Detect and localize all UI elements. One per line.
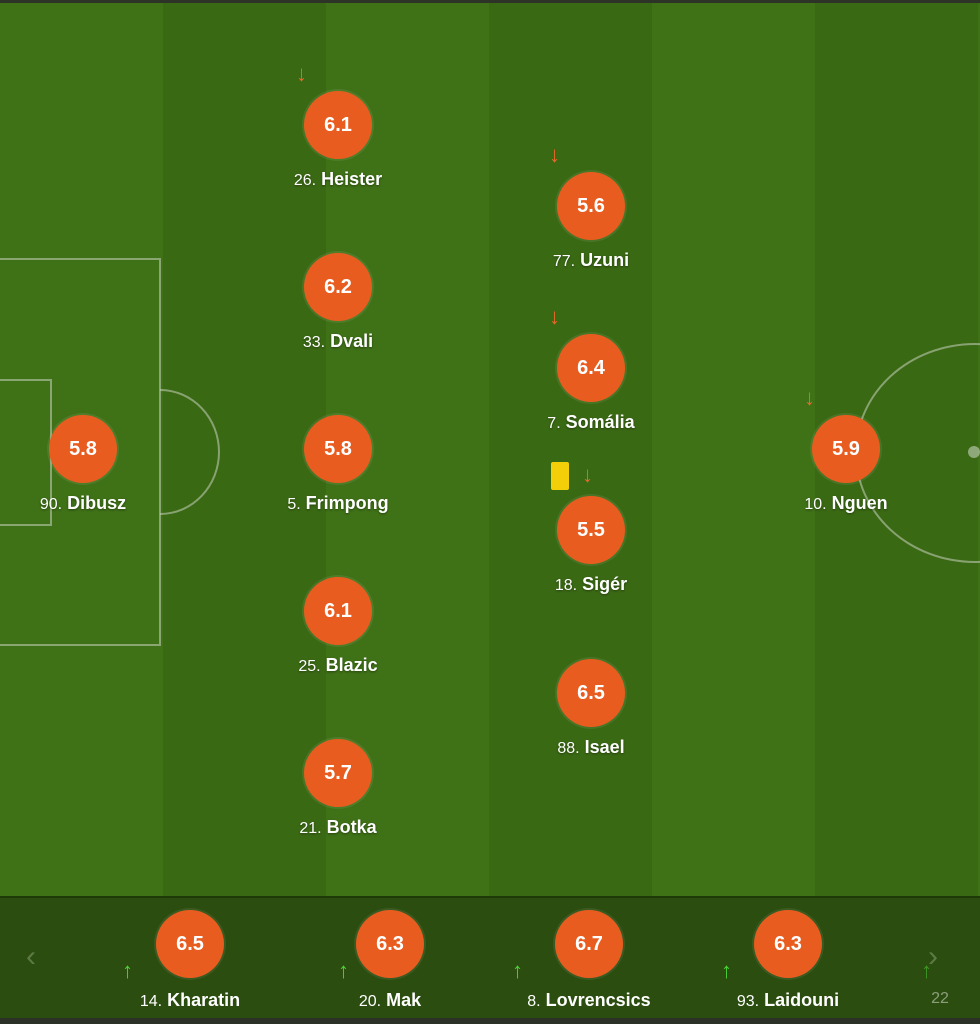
player-number: 10. xyxy=(804,496,827,513)
player-name: Frimpong xyxy=(305,493,389,513)
chevron-left-icon[interactable]: ‹ xyxy=(26,940,36,973)
player-number: 33. xyxy=(302,334,326,351)
rating-badge: 5.9 xyxy=(812,415,880,483)
rating-badge: 6.1 xyxy=(304,577,372,645)
player-number: 8. xyxy=(527,993,541,1010)
player-name: Somália xyxy=(565,412,635,432)
player-name: Dvali xyxy=(330,331,374,351)
chevron-right-icon[interactable]: › xyxy=(928,940,938,973)
player-name: Lovrencsics xyxy=(545,990,651,1010)
player-number: 77. xyxy=(552,253,576,270)
player-number: 90. xyxy=(39,496,63,513)
player-number: 26. xyxy=(293,172,317,189)
player-name: Heister xyxy=(321,169,383,189)
center-spot xyxy=(968,446,980,458)
player-number: 20. xyxy=(358,993,382,1010)
rating-badge: 5.8 xyxy=(49,415,117,483)
rating-badge: 6.1 xyxy=(304,91,372,159)
substitutes-bar: ‹ 6.5 ↑ 14. Kharatin 6.3 ↑ 20. Mak 6.7 ↑… xyxy=(0,896,980,1024)
player-name: Sigér xyxy=(582,574,628,594)
player-number: 88. xyxy=(557,740,580,757)
player-number: 5. xyxy=(287,496,301,513)
arrow-down-icon: ↓ xyxy=(549,304,560,329)
player-number: 21. xyxy=(299,820,322,837)
player-number: 7. xyxy=(547,415,561,432)
rating-badge: 6.3 xyxy=(754,910,822,978)
player-number: 93. xyxy=(736,993,760,1010)
arrow-up-icon: ↑ xyxy=(921,958,932,983)
bottom-border xyxy=(0,1018,980,1024)
player-name: Dibusz xyxy=(67,493,127,513)
pitch: 5.8 90. Dibusz ↓ 6.1 26. Heister 6.2 33.… xyxy=(0,0,980,896)
rating-badge: 6.5 xyxy=(156,910,224,978)
arrow-up-icon: ↑ xyxy=(338,958,349,983)
player-name: Laidouni xyxy=(764,990,840,1010)
player-name: Blazic xyxy=(325,655,378,675)
rating-badge: 5.7 xyxy=(304,739,372,807)
arrow-down-icon: ↓ xyxy=(582,462,593,487)
player-name: Mak xyxy=(386,990,422,1010)
player-number: 18. xyxy=(554,577,578,594)
player-number: 25. xyxy=(298,658,321,675)
rating-badge: 6.5 xyxy=(557,659,625,727)
player-name: Nguen xyxy=(831,493,888,513)
player-name: Uzuni xyxy=(580,250,630,270)
rating-badge: 5.8 xyxy=(304,415,372,483)
player-name: Botka xyxy=(326,817,377,837)
rating-badge: 6.7 xyxy=(555,910,623,978)
arrow-down-icon: ↓ xyxy=(296,61,307,86)
arrow-up-icon: ↑ xyxy=(512,958,523,983)
rating-badge: 6.3 xyxy=(356,910,424,978)
arrow-up-icon: ↑ xyxy=(721,958,732,983)
yellow-card-icon xyxy=(551,462,569,490)
player-name: Isael xyxy=(584,737,625,757)
player-name: Kharatin xyxy=(167,990,241,1010)
rating-badge: 6.4 xyxy=(557,334,625,402)
rating-badge: 5.6 xyxy=(557,172,625,240)
arrow-up-icon: ↑ xyxy=(122,958,133,983)
arrow-down-icon: ↓ xyxy=(549,142,560,167)
arrow-down-icon: ↓ xyxy=(804,385,815,410)
rating-badge: 5.5 xyxy=(557,496,625,564)
rating-badge: 6.2 xyxy=(304,253,372,321)
player-number: 14. xyxy=(139,993,163,1010)
player-number: 22 xyxy=(931,990,949,1007)
